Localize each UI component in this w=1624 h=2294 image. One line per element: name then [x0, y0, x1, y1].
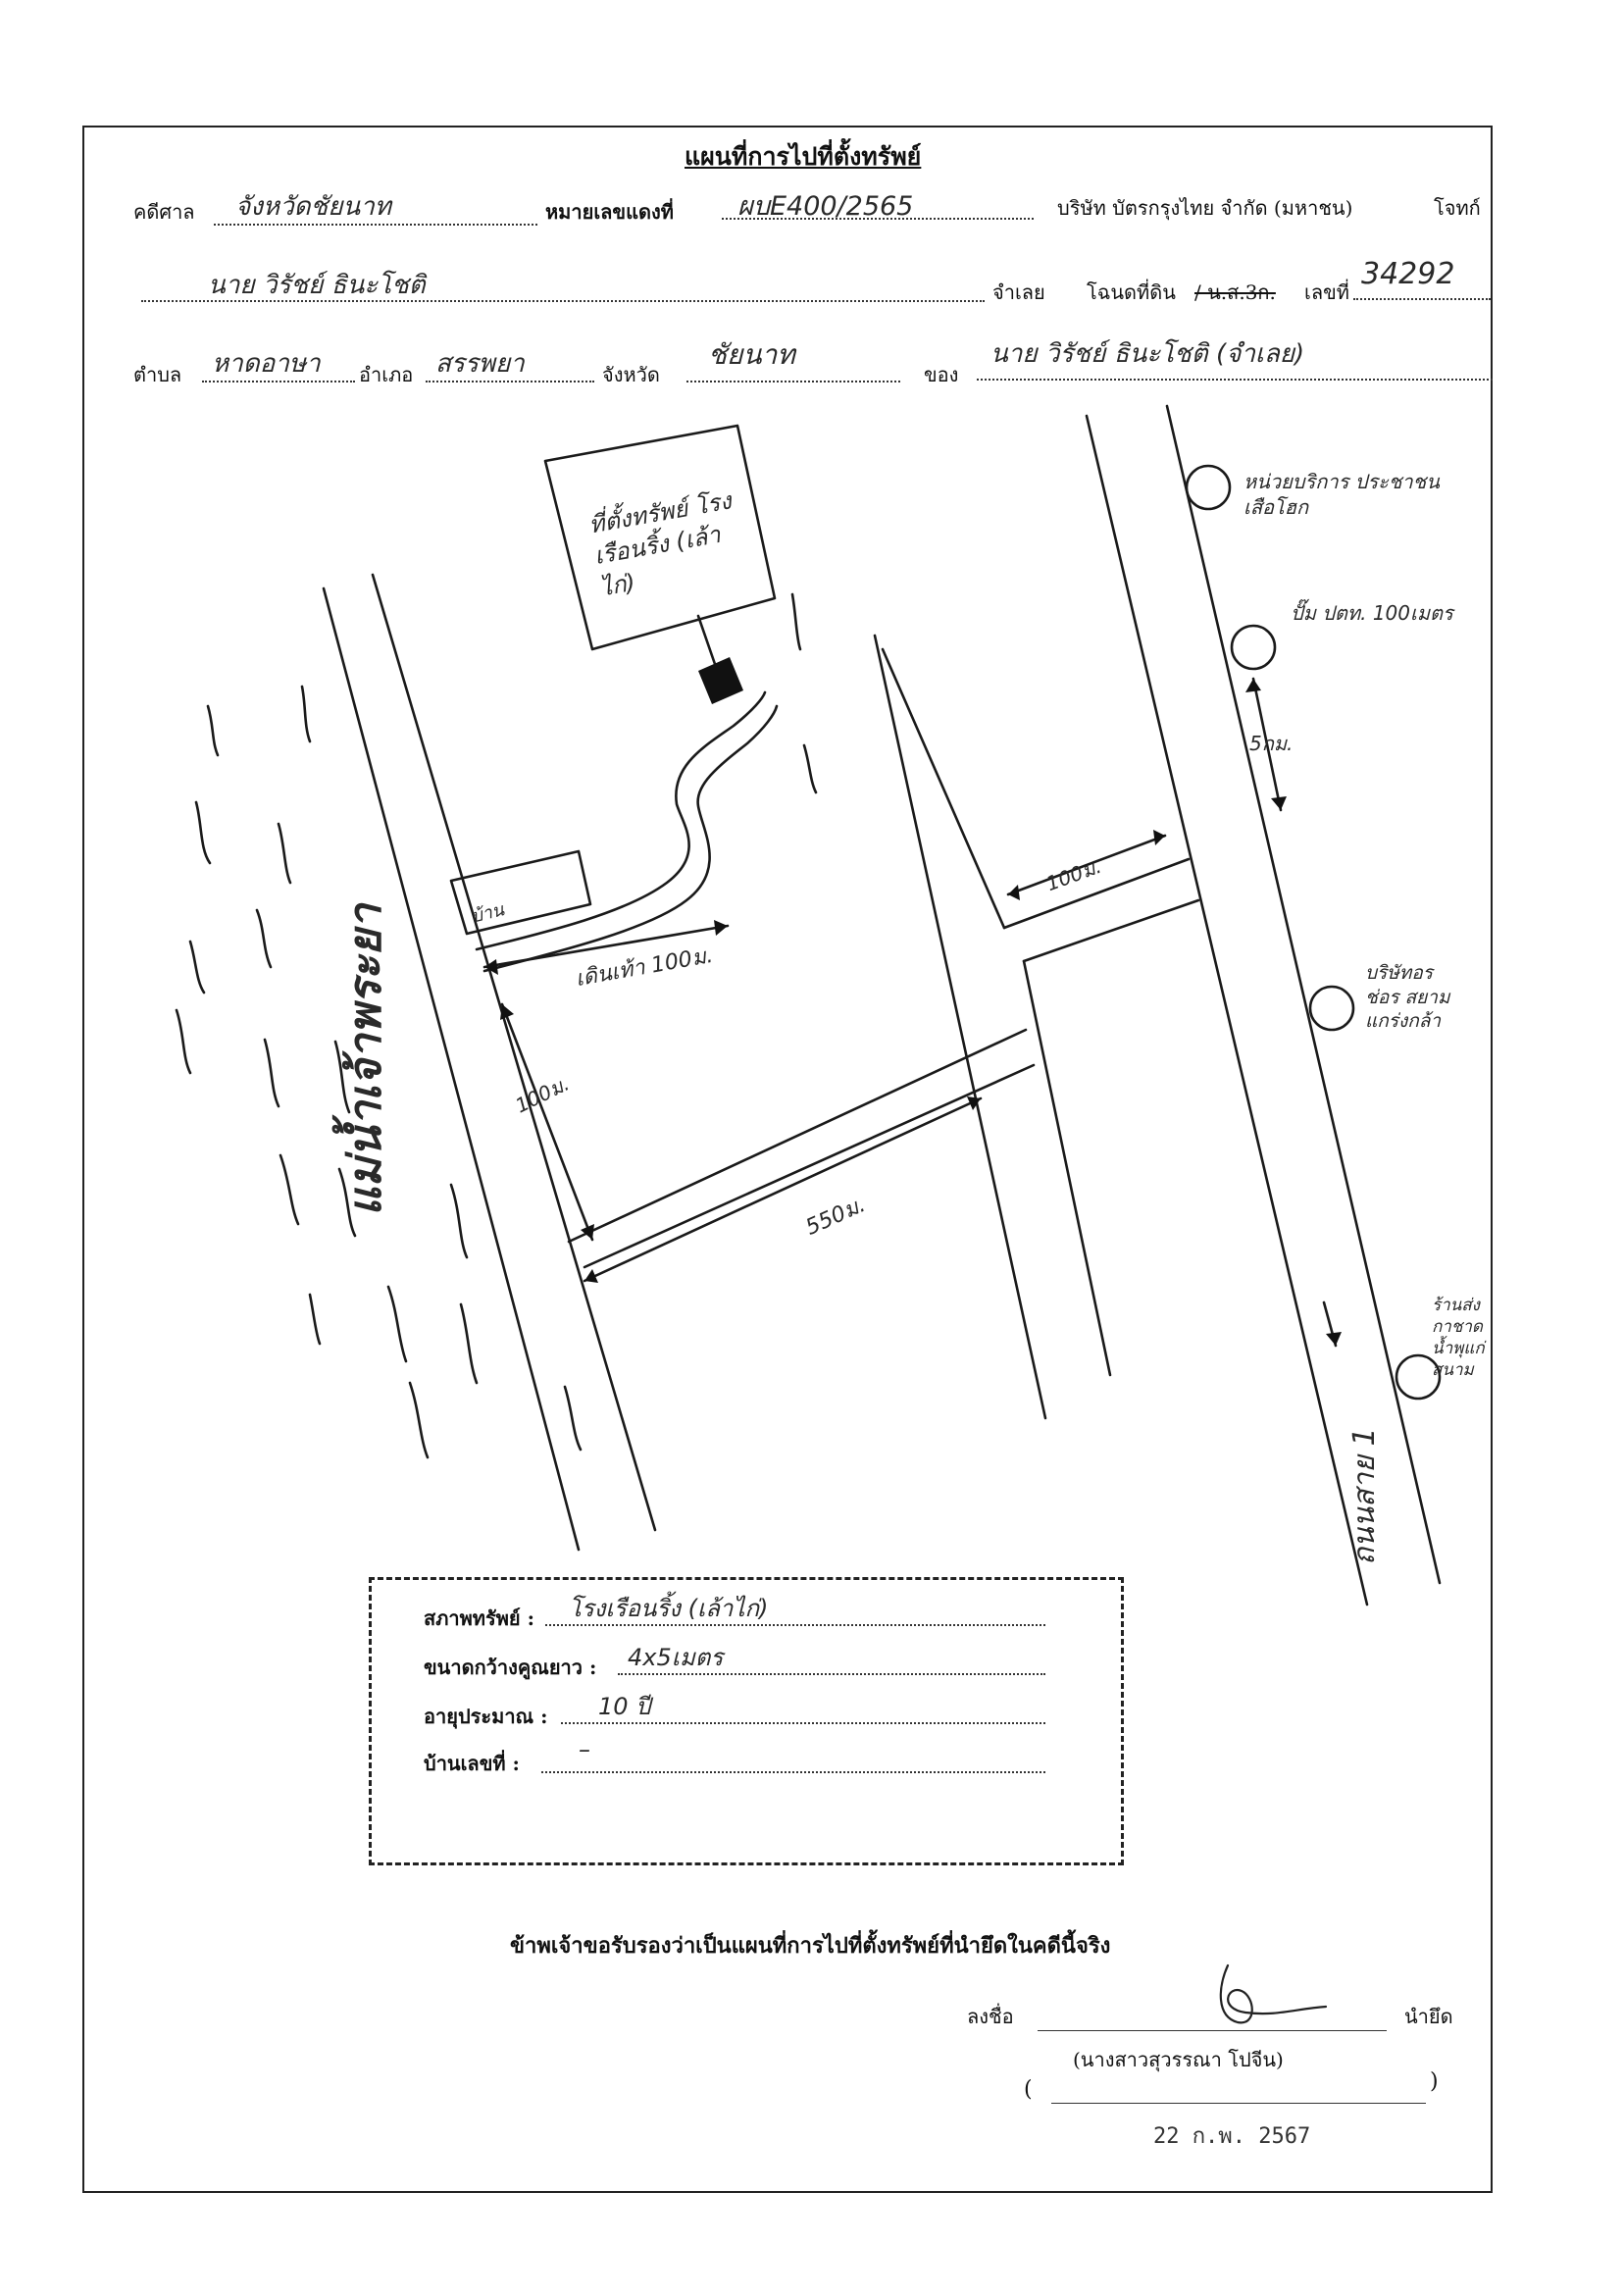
- condition-line: [545, 1624, 1045, 1626]
- district-value: สรรพยา: [435, 349, 525, 379]
- property-box: [543, 424, 777, 651]
- subdistrict-label: ตำบล: [133, 363, 182, 386]
- certify-text: ข้าพเจ้าขอรับรองว่าเป็นแผนที่การไปที่ตั้…: [510, 1933, 1111, 1959]
- page-title: แผนที่การไปที่ตั้งทรัพย์: [685, 142, 922, 171]
- landmark-1-label: หน่วยบริการ ประชาชน เสือโฮก: [1243, 470, 1440, 519]
- court-value: จังหวัดชัยนาท: [235, 192, 391, 222]
- middle-road-edge-a: [881, 647, 1006, 930]
- district-label: อำเภอ: [359, 363, 414, 386]
- landmark-circle-1: [1185, 464, 1232, 511]
- condition-value: โรงเรือนริ้ง (เล้าไก่): [569, 1595, 769, 1622]
- dist-5km-label: 5กม.: [1249, 732, 1294, 755]
- property-info-box: [369, 1577, 1124, 1865]
- deed-label: โฉนดที่ดิน: [1087, 280, 1176, 304]
- walk-path-b: [482, 704, 779, 973]
- size-label: ขนาดกว้างคูณยาว :: [424, 1656, 597, 1679]
- owner-line: [977, 379, 1493, 381]
- house-no-label: บ้านเลขที่ :: [424, 1752, 520, 1775]
- district-line: [426, 381, 594, 382]
- arrow-100-top: [1006, 834, 1167, 896]
- subdistrict-line: [202, 381, 355, 382]
- defendant-value: นาย วิรัชย์ ธินะโชติ: [208, 271, 426, 300]
- size-value: 4x5เมตร: [628, 1644, 724, 1671]
- age-line: [561, 1722, 1045, 1724]
- arrow-walk-100: [482, 924, 730, 969]
- owner-value: นาย วิรัชย์ ธินะโชติ (จำเลย): [990, 339, 1305, 369]
- defendant-label: จำเลย: [992, 280, 1045, 304]
- paren-open: (: [1024, 2077, 1033, 2102]
- house-no-line: [541, 1771, 1045, 1773]
- property-pointer: [696, 614, 718, 669]
- road-550-bottom: [583, 1063, 1036, 1269]
- owner-label: ของ: [924, 363, 959, 386]
- plaintiff-label: โจทก์: [1434, 196, 1481, 220]
- landmark-2-label: ปั๊ม ปตท. 100เมตร: [1291, 601, 1453, 625]
- condition-label: สภาพทรัพย์ :: [424, 1606, 534, 1630]
- province-value: ชัยนาท: [708, 338, 795, 371]
- middle-road-edge-b: [1022, 959, 1112, 1377]
- province-label: จังหวัด: [602, 363, 660, 386]
- highway-edge-right: [1165, 404, 1442, 1585]
- page-border: [82, 126, 1493, 2193]
- deed-no-value: 34292: [1361, 257, 1455, 291]
- defendant-line: [141, 300, 985, 302]
- landmark-3-label: บริษัทอร ช่อร สยาม แกร่งกล้า: [1365, 962, 1450, 1033]
- highway-edge-left: [1085, 414, 1369, 1606]
- middle-road-edge-left: [873, 634, 1047, 1420]
- sign-line: [1038, 2030, 1387, 2031]
- deed-no-line: [1353, 298, 1491, 300]
- province-line: [686, 381, 900, 382]
- court-line: [214, 224, 537, 226]
- name-line: [1051, 2103, 1426, 2104]
- deed-struck: / น.ส.3ก.: [1194, 280, 1276, 304]
- main-road-edge-left: [322, 586, 581, 1552]
- signature-mark: [1219, 1963, 1328, 2024]
- property-marker: [698, 657, 743, 704]
- case-no-line: [722, 218, 1034, 220]
- road-label: ถนนสาย 1: [1347, 1427, 1382, 1565]
- connector-bottom: [1022, 898, 1200, 963]
- road-550-top: [567, 1028, 1028, 1244]
- plaintiff-value: บริษัท บัตรกรุงไทย จำกัด (มหาชน): [1057, 196, 1353, 220]
- subdistrict-value: หาดอาษา: [212, 349, 321, 379]
- date-stamp: 22 ก.พ. 2567: [1153, 2124, 1311, 2149]
- age-label: อายุประมาณ :: [424, 1705, 548, 1728]
- house-shape: [449, 849, 592, 936]
- landmark-4-label: ร้านส่ง กาชาด น้ำพุแก่ สนาม: [1432, 1296, 1485, 1381]
- case-no-label: หมายเลขแดงที่: [545, 200, 674, 224]
- landmark-circle-3: [1308, 985, 1355, 1032]
- landmark-circle-2: [1230, 624, 1277, 671]
- signer-name: (นางสาวสุวรรณา โปจีน): [1073, 2048, 1284, 2071]
- sign-label: ลงชื่อ: [967, 2005, 1014, 2028]
- role-label: นำยึด: [1404, 2005, 1453, 2028]
- house-no-value: –: [579, 1736, 590, 1763]
- arrow-550: [583, 1096, 983, 1283]
- arrow-5km: [1251, 677, 1283, 812]
- landmark-circle-4: [1395, 1353, 1442, 1401]
- main-road-edge-right: [371, 573, 657, 1532]
- arrow-100-left: [500, 1002, 594, 1242]
- age-value: 10 ปี: [598, 1693, 651, 1720]
- connector-top: [1002, 857, 1191, 930]
- case-no-value: ผบE400/2565: [737, 191, 914, 222]
- walk-path-a: [475, 690, 767, 951]
- size-line: [618, 1673, 1045, 1675]
- deed-no-label: เลขที่: [1304, 280, 1349, 304]
- court-label: คดีศาล: [133, 200, 195, 224]
- river-label: แม่น้ำเจ้าพระยา: [338, 903, 391, 1216]
- paren-close: ): [1430, 2069, 1439, 2094]
